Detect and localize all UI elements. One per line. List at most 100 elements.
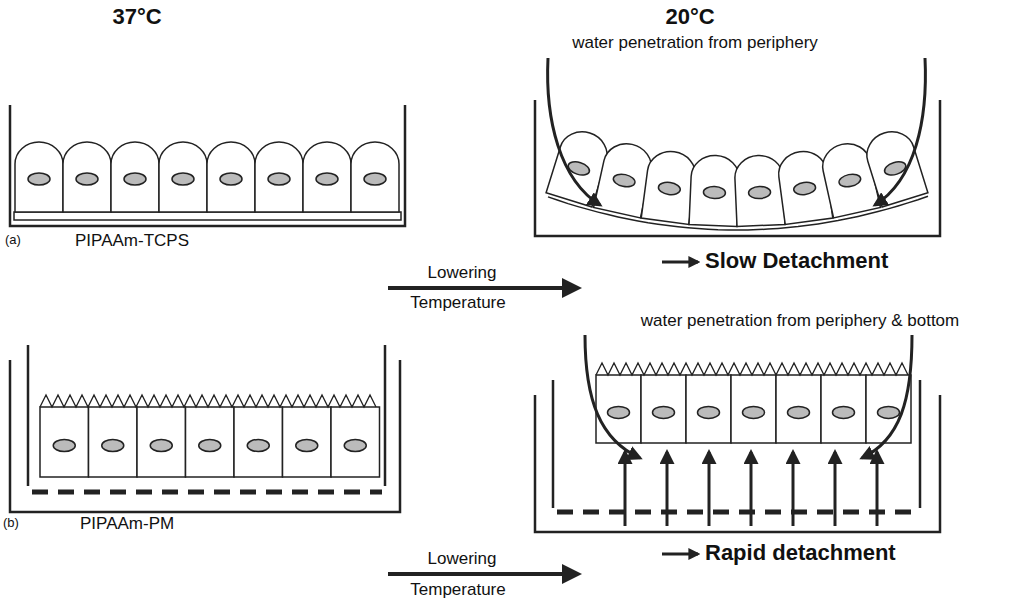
cell <box>111 142 159 212</box>
nucleus <box>748 186 771 199</box>
nucleus <box>150 440 172 452</box>
microvilli <box>40 395 376 407</box>
insert-wall <box>28 345 385 486</box>
cell-body <box>641 375 686 443</box>
culture-dish <box>535 100 940 236</box>
nucleus <box>743 406 765 418</box>
label: Slow Detachment <box>705 248 888 273</box>
nucleus <box>172 173 194 185</box>
cell-body <box>731 375 776 443</box>
label: Temperature <box>410 293 505 313</box>
cell-body <box>137 407 186 477</box>
cell-body <box>89 407 138 477</box>
porous-membrane <box>557 510 917 515</box>
cell-body <box>821 375 866 443</box>
label: water penetration from periphery & botto… <box>641 311 959 331</box>
label: water penetration from periphery <box>572 33 818 53</box>
water-arrow <box>548 58 600 205</box>
nucleus <box>102 440 124 452</box>
nucleus <box>364 173 386 185</box>
label: Lowering <box>428 263 497 283</box>
nucleus <box>612 172 636 188</box>
nucleus <box>838 172 862 188</box>
process-arrow <box>388 286 578 290</box>
nucleus <box>76 173 98 185</box>
microvilli <box>596 363 908 375</box>
culture-dish <box>10 360 400 512</box>
label: (b) <box>3 516 19 531</box>
cell <box>734 155 785 227</box>
water-arrow <box>792 452 795 526</box>
result-arrow <box>662 261 698 264</box>
cell-body <box>63 142 111 212</box>
nucleus <box>247 440 269 452</box>
cell-body <box>734 155 785 227</box>
nucleus <box>28 173 50 185</box>
label: PIPAAm-TCPS <box>75 231 189 251</box>
nucleus <box>698 406 720 418</box>
nucleus <box>658 181 681 196</box>
nucleus <box>124 173 146 185</box>
cell <box>159 142 207 212</box>
cell-row <box>40 395 380 477</box>
nucleus <box>788 406 810 418</box>
nucleus <box>316 173 338 185</box>
cell <box>207 142 255 212</box>
nucleus <box>296 440 318 452</box>
cell-body <box>689 155 740 227</box>
cell <box>303 142 351 212</box>
cell-body <box>15 142 63 212</box>
cell-body <box>255 142 303 212</box>
water-arrow <box>834 452 837 526</box>
cell-body <box>283 407 332 477</box>
process-arrow <box>388 572 578 576</box>
nucleus <box>703 186 726 199</box>
nucleus <box>608 406 630 418</box>
nucleus <box>878 406 900 418</box>
water-arrows-bottom <box>625 452 877 526</box>
cell-row <box>15 142 399 212</box>
cell-body <box>686 375 731 443</box>
curled-cell-sheet <box>546 126 928 230</box>
water-arrow <box>708 452 711 526</box>
cell-body <box>159 142 207 212</box>
nucleus <box>344 440 366 452</box>
cell-body <box>186 407 235 477</box>
cell <box>689 155 740 227</box>
water-arrow <box>624 452 627 526</box>
label: 20°C <box>665 4 714 29</box>
cell-body <box>303 142 351 212</box>
cell-body <box>234 407 283 477</box>
water-arrow <box>876 452 879 526</box>
water-arrow <box>666 452 669 526</box>
cell-body <box>351 142 399 212</box>
nucleus <box>53 440 75 452</box>
cell <box>255 142 303 212</box>
result-arrow <box>662 553 698 556</box>
cell-body <box>207 142 255 212</box>
label: Temperature <box>410 580 505 600</box>
cell-body <box>331 407 380 477</box>
label: PIPAAm-PM <box>80 514 174 534</box>
cell-body <box>40 407 89 477</box>
pipaam-layer <box>14 212 401 220</box>
nucleus <box>268 173 290 185</box>
cell <box>63 142 111 212</box>
cell <box>15 142 63 212</box>
water-arrow <box>585 335 640 458</box>
water-arrow <box>875 58 925 205</box>
water-arrow <box>862 335 912 458</box>
nucleus <box>833 406 855 418</box>
cell-body <box>776 375 821 443</box>
porous-membrane <box>32 490 382 495</box>
cell-body <box>111 142 159 212</box>
nucleus <box>793 181 816 196</box>
cell-row <box>596 363 911 443</box>
water-arrow <box>750 452 753 526</box>
culture-dish <box>10 105 405 226</box>
label: (a) <box>5 233 21 248</box>
nucleus <box>653 406 675 418</box>
label: Lowering <box>428 549 497 569</box>
label: 37°C <box>112 4 161 29</box>
